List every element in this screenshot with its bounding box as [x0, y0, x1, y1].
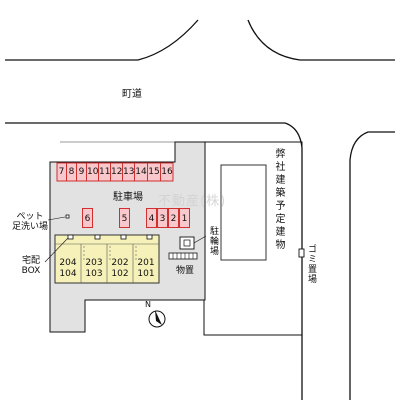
parking-slot: 9 [77, 163, 87, 181]
parking-slot: 15 [148, 163, 161, 181]
parking-slot: 5 [119, 208, 130, 228]
delivery-box-marker [94, 234, 101, 240]
north-arrow [148, 310, 166, 328]
storage-label: 物置 [176, 266, 195, 276]
unit-number-upper: 202 [111, 258, 129, 268]
parking-slot: 12 [111, 163, 123, 181]
unit-number-upper: 204 [59, 258, 77, 268]
garbage-box [298, 248, 305, 258]
north-label: N [145, 300, 151, 309]
unit-column: 201 101 [134, 255, 158, 282]
neighbor-building-outline [220, 164, 267, 261]
pet-wash-marker [65, 214, 70, 219]
parking-slot: 11 [99, 163, 111, 181]
unit-number-lower: 104 [59, 269, 77, 279]
parking-slot: 10 [87, 163, 99, 181]
watermark: 不動産(株) [158, 194, 227, 209]
delivery-box-label-line2: BOX [21, 266, 41, 276]
parking-slot: 8 [67, 163, 77, 181]
unit-number-lower: 101 [137, 269, 155, 279]
garbage-label: ゴミ置場 [306, 244, 316, 284]
parking-slot: 1 [179, 208, 190, 228]
road-label: 町道 [122, 89, 142, 100]
delivery-box-label: 宅配 BOX [16, 256, 46, 276]
parking-slot: 7 [57, 163, 67, 181]
pet-wash-label-line1: ペット [16, 212, 44, 222]
unit-number-lower: 103 [85, 269, 103, 279]
unit-column: 203 103 [82, 255, 106, 282]
parking-slot: 6 [82, 208, 93, 228]
delivery-box-marker [120, 234, 127, 240]
road-edge-top-left [5, 19, 199, 61]
delivery-box-marker [67, 234, 74, 240]
bicycle-parking-label: 駐輪場 [208, 226, 218, 256]
road-edge-right [349, 131, 395, 400]
parking-slot: 3 [157, 208, 168, 228]
parking-label: 駐車場 [113, 192, 143, 203]
bicycle-leader [193, 235, 207, 244]
parking-slot: 13 [123, 163, 135, 181]
pet-wash-label: ペット 足洗い場 [10, 212, 50, 232]
unit-number-upper: 201 [137, 258, 155, 268]
pet-wash-label-line2: 足洗い場 [11, 222, 48, 232]
unit-number-upper: 203 [85, 258, 103, 268]
delivery-box-leader [44, 237, 69, 263]
parking-slot: 16 [161, 167, 173, 177]
unit-number-lower: 102 [111, 269, 129, 279]
delivery-box-label-line1: 宅配 [21, 256, 40, 266]
pet-wash-leader [47, 216, 66, 221]
parking-slot: 14 [135, 163, 148, 181]
neighbor-building-label: 弊社建築予定建物 [273, 148, 284, 252]
parking-slot: 2 [168, 208, 179, 228]
balcony-dashes [83, 246, 137, 262]
storage-divisions [172, 253, 194, 259]
delivery-box-marker [146, 234, 153, 240]
unit-column: 204 104 [56, 255, 80, 282]
bicycle-parking-inner [183, 239, 191, 247]
road-edge-top-right [247, 19, 395, 61]
parking-slot: 4 [146, 208, 157, 228]
unit-column: 202 102 [108, 255, 132, 282]
storage-shed [168, 252, 198, 260]
